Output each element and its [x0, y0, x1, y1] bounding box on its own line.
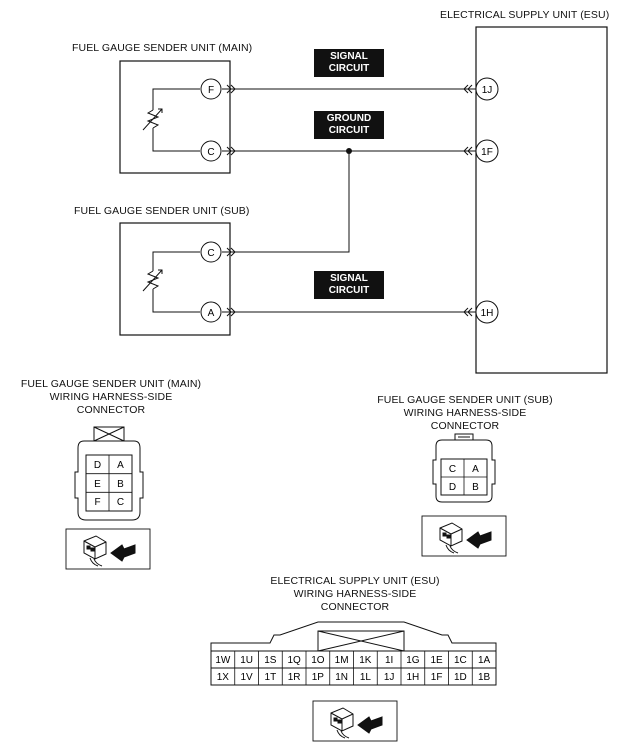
main-connector-title: FUEL GAUGE SENDER UNIT (MAIN) WIRING HAR… — [0, 378, 222, 417]
esu-cell-1q: 1Q — [287, 655, 301, 666]
signal-circuit-tag-1-line1: SIGNAL — [330, 51, 368, 62]
sub-cell-c: C — [449, 464, 456, 475]
ground-junction-dot — [346, 148, 352, 154]
main-harness-view-icon — [65, 528, 151, 570]
main-sender-title: FUEL GAUGE SENDER UNIT (MAIN) — [72, 42, 253, 54]
esu-cell-1k: 1K — [359, 655, 372, 666]
pin-label-esu-1h: 1H — [481, 308, 494, 319]
esu-cell-1j: 1J — [384, 672, 395, 683]
pin-circle-esu-1h — [475, 300, 499, 324]
main-cell-d: D — [94, 460, 101, 471]
main-cell-b: B — [117, 479, 124, 490]
esu-cell-1v: 1V — [241, 672, 254, 683]
sub-cell-a: A — [472, 464, 479, 475]
sub-connector-title-line3: CONNECTOR — [430, 420, 500, 432]
esu-cell-1r: 1R — [288, 672, 301, 683]
esu-harness-view-icon — [312, 700, 398, 742]
signal-circuit-tag-1-line2: CIRCUIT — [328, 63, 370, 74]
esu-cell-1n: 1N — [335, 672, 348, 683]
sub-connector-grid — [441, 459, 487, 495]
esu-cell-1o: 1O — [311, 655, 325, 666]
signal-circuit-tag-2: SIGNAL CIRCUIT — [314, 271, 384, 299]
signal-circuit-tag-1: SIGNAL CIRCUIT — [314, 49, 384, 77]
ground-circuit-tag: GROUND CIRCUIT — [314, 111, 384, 139]
esu-cell-1i: 1I — [385, 655, 393, 666]
chevron-icon-esu — [463, 84, 473, 317]
pin-circle-esu-1j — [475, 77, 499, 101]
pin-circle-sub-a — [200, 301, 222, 323]
pin-circle-main-f — [200, 78, 222, 100]
sub-harness-view-icon — [421, 515, 507, 557]
esu-connector-grid: 1W 1U 1S 1Q 1O 1M 1K 1I 1G 1E 1C 1A 1X 1V 1T 1R 1P 1N 1L 1J… — [215, 651, 491, 685]
esu-connector-title-line3: CONNECTOR — [320, 601, 390, 613]
ground-circuit-tag-line2: CIRCUIT — [328, 125, 370, 136]
main-connector-title-line1: FUEL GAUGE SENDER UNIT (MAIN) — [20, 378, 202, 390]
esu-connector-title-line1: ELECTRICAL SUPPLY UNIT (ESU) — [270, 575, 440, 587]
main-connector-grid — [86, 455, 132, 511]
esu-cell-1a: 1A — [478, 655, 491, 666]
esu-cell-1p: 1P — [312, 672, 325, 683]
sub-cell-b: B — [472, 482, 479, 493]
pin-circle-sub-c — [200, 241, 222, 263]
sub-variable-resistor-icon — [142, 251, 200, 313]
pin-label-sub-c: C — [207, 248, 214, 259]
esu-cell-1e: 1E — [431, 655, 444, 666]
sub-connector-title-line2: WIRING HARNESS-SIDE — [403, 407, 527, 419]
main-variable-resistor-icon — [142, 88, 200, 152]
esu-cell-1u: 1U — [240, 655, 253, 666]
esu-cell-1c: 1C — [454, 655, 467, 666]
main-connector-title-line2: WIRING HARNESS-SIDE — [49, 391, 173, 403]
esu-cell-1x: 1X — [217, 672, 230, 683]
wire-ground-sub — [222, 151, 350, 253]
sub-connector-title: FUEL GAUGE SENDER UNIT (SUB) WIRING HARN… — [354, 394, 576, 433]
signal-circuit-tag-2-line1: SIGNAL — [330, 273, 368, 284]
sub-cell-d: D — [449, 482, 456, 493]
esu-title: ELECTRICAL SUPPLY UNIT (ESU) — [440, 9, 610, 21]
pin-circle-main-c — [200, 140, 222, 162]
main-cell-e: E — [94, 479, 101, 490]
signal-circuit-tag-2-line2: CIRCUIT — [328, 285, 370, 296]
esu-cell-1s: 1S — [264, 655, 277, 666]
main-sender-box — [119, 60, 231, 174]
esu-cell-1h: 1H — [406, 672, 419, 683]
esu-cell-1b: 1B — [478, 672, 491, 683]
pin-label-esu-1j: 1J — [482, 85, 493, 96]
esu-cell-1g: 1G — [406, 655, 420, 666]
ground-circuit-tag-line1: GROUND — [326, 113, 372, 124]
esu-cell-1m: 1M — [335, 655, 349, 666]
sub-connector-title-line1: FUEL GAUGE SENDER UNIT (SUB) — [377, 394, 553, 406]
esu-box — [475, 26, 608, 374]
esu-cell-1w: 1W — [215, 655, 231, 666]
chevron-icon-sender — [226, 84, 236, 317]
esu-cell-1l: 1L — [360, 672, 372, 683]
sub-sender-box — [119, 222, 231, 336]
pin-label-main-f: F — [208, 85, 214, 96]
esu-connector-title: ELECTRICAL SUPPLY UNIT (ESU) WIRING HARN… — [244, 575, 466, 614]
pin-label-esu-1f: 1F — [481, 147, 493, 158]
main-cell-f: F — [94, 497, 100, 508]
main-cell-c: C — [117, 497, 124, 508]
esu-cell-1f: 1F — [431, 672, 443, 683]
esu-connector-title-line2: WIRING HARNESS-SIDE — [293, 588, 417, 600]
esu-cell-1d: 1D — [454, 672, 467, 683]
esu-cell-1t: 1T — [265, 672, 277, 683]
sub-sender-title: FUEL GAUGE SENDER UNIT (SUB) — [74, 205, 250, 217]
pin-label-main-c: C — [207, 147, 214, 158]
pin-circle-esu-1f — [475, 139, 499, 163]
pin-label-sub-a: A — [208, 308, 215, 319]
main-connector-title-line3: CONNECTOR — [76, 404, 146, 416]
main-cell-a: A — [117, 460, 124, 471]
